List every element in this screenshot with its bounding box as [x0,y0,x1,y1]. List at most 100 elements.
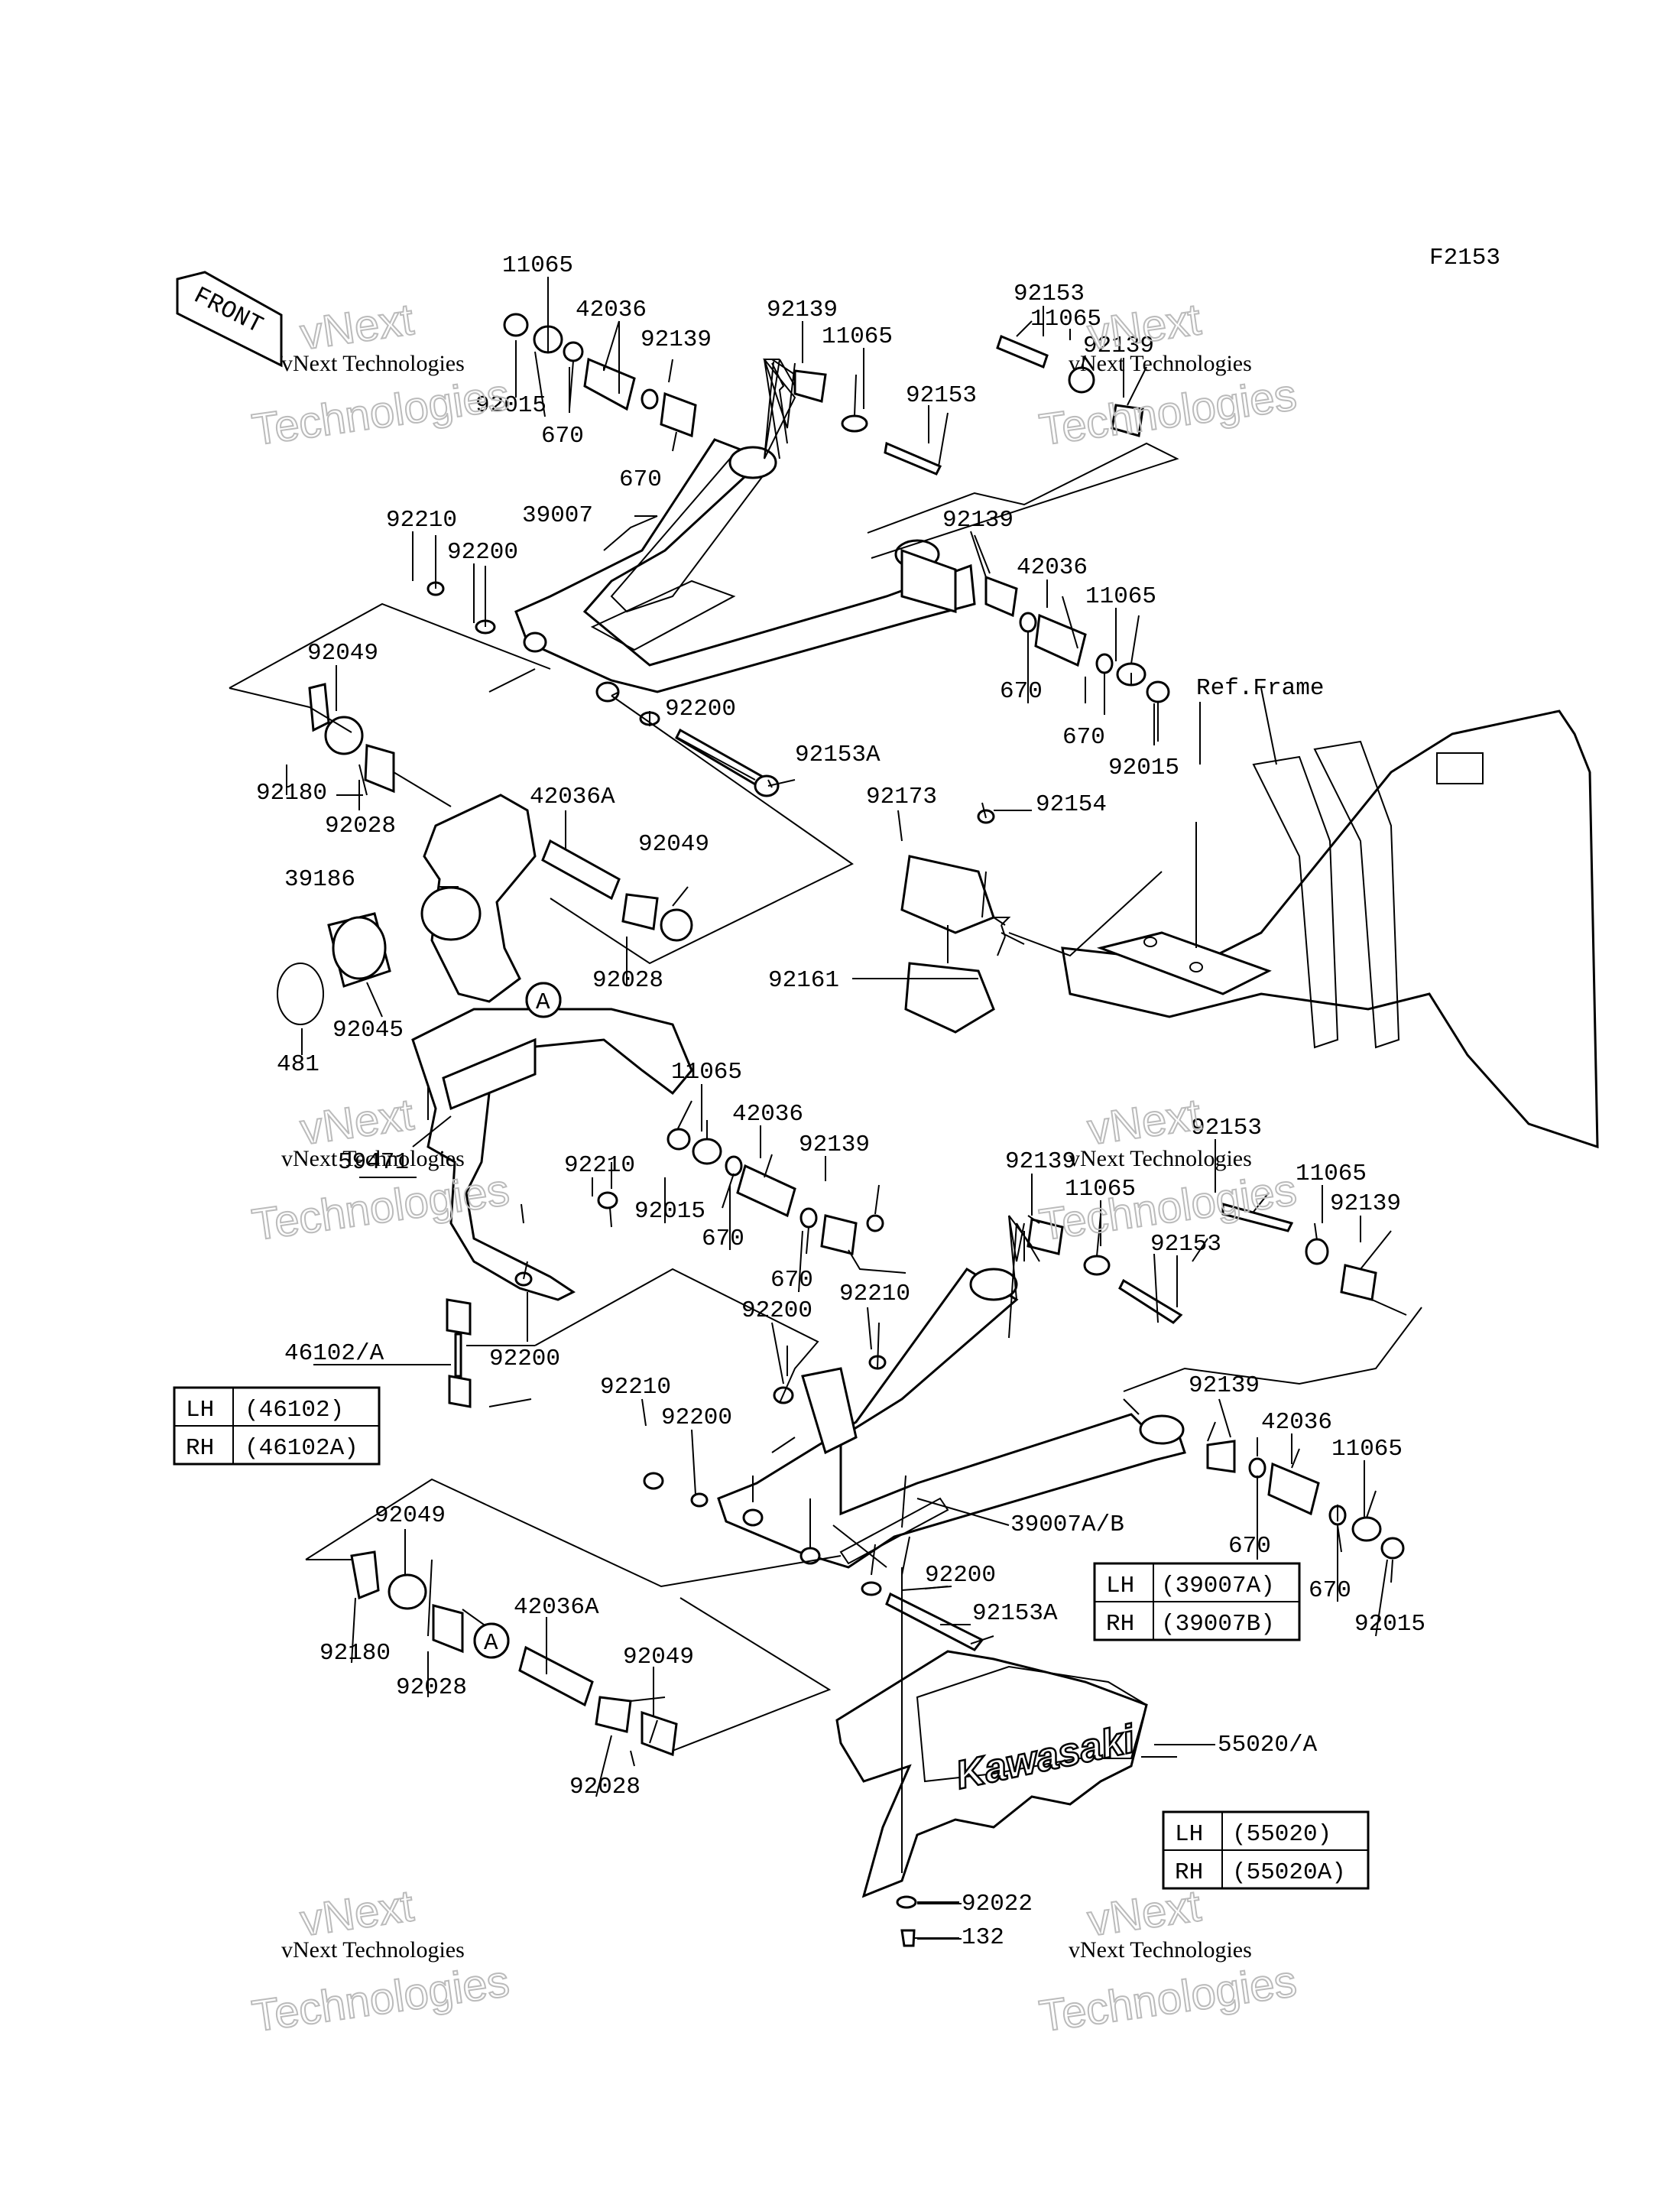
stabilizer-clamps [900,809,995,1034]
label-670-e: 670 [702,1226,744,1252]
label-46102A: 46102/A [284,1340,384,1367]
label-92180-b: 92180 [319,1640,391,1667]
label-11065-b: 11065 [822,323,893,350]
label-92210-b: 92210 [564,1152,635,1179]
label-92161: 92161 [768,967,839,994]
label-670-d: 670 [1062,724,1105,751]
label-92139-e: 92139 [799,1131,870,1158]
label-92200-a: 92200 [447,539,518,566]
label-11065-h: 11065 [1331,1436,1403,1463]
label-92200-f: 92200 [925,1562,996,1589]
table-46102-lh: LH [186,1397,214,1424]
label-92139-b: 92139 [767,297,838,323]
label-42036-d: 42036 [1261,1409,1332,1436]
label-92049-d: 92049 [623,1644,694,1670]
label-11065-e: 11065 [671,1059,742,1086]
label-92153-b: 92153 [906,382,977,409]
part-labels: 11065 92015 670 42036 670 92139 92139 11… [256,252,1425,1951]
watermark-bottom-left: vNext Technologies vNext Technologies [248,1880,513,2042]
label-92200-b: 92200 [665,696,736,722]
label-92200-c: 92200 [741,1297,812,1324]
label-92028-c: 92028 [396,1674,467,1701]
label-92049-a: 92049 [307,640,378,667]
label-leaders [286,277,1388,1940]
label-92139-f: 92139 [1005,1148,1076,1175]
svg-text:A: A [536,989,550,1016]
table-46102: LH (46102) RH (46102A) [173,1386,381,1466]
table-55020-lh-val: (55020) [1232,1821,1331,1848]
label-92028-a: 92028 [325,813,396,839]
label-92153A-a: 92153A [795,742,881,768]
svg-text:vNext Technologies: vNext Technologies [1069,1146,1252,1171]
label-92015-b: 92015 [1108,755,1179,781]
label-39186: 39186 [284,866,355,893]
callout-a-lower: A [473,1622,510,1659]
label-42036-c: 42036 [732,1101,803,1128]
label-42036-a: 42036 [576,297,647,323]
ref-frame-label: Ref.Frame [1196,675,1324,702]
callout-a-upper: A [525,982,562,1018]
label-42036-b: 42036 [1017,554,1088,581]
label-92015-c: 92015 [634,1198,705,1225]
label-92154: 92154 [1036,791,1107,818]
label-92200-d: 92200 [489,1346,560,1372]
label-92049-b: 92049 [638,831,709,858]
label-39007AB: 39007A/B [1010,1511,1124,1538]
label-92015-d: 92015 [1354,1611,1425,1638]
table-39007-lh: LH [1106,1573,1134,1599]
label-670-h: 670 [1309,1577,1351,1604]
table-46102-rh: RH [186,1435,214,1462]
label-92022: 92022 [962,1891,1033,1917]
table-39007-rh-val: (39007B) [1161,1611,1275,1638]
label-92049-c: 92049 [375,1502,446,1529]
table-46102-lh-val: (46102) [245,1397,344,1424]
label-11065-a: 11065 [502,252,573,279]
label-92173: 92173 [866,784,937,810]
svg-text:Technologies: Technologies [249,1956,512,2041]
svg-text:A: A [484,1630,498,1657]
label-92139-a: 92139 [641,326,712,353]
label-92045: 92045 [332,1017,404,1044]
label-11065-c: 11065 [1030,306,1101,333]
front-arrow-icon: FRONT [176,271,283,368]
label-92153-a: 92153 [1014,281,1085,307]
svg-text:vNext Technologies: vNext Technologies [1069,351,1252,376]
label-92139-d: 92139 [942,507,1014,534]
svg-text:vNext: vNext [1085,1881,1204,1946]
svg-text:vNext: vNext [297,1881,417,1946]
label-92210-a: 92210 [386,507,457,534]
upper-pivot-hardware [426,313,1170,797]
label-670-g: 670 [1228,1533,1271,1560]
label-92153-d: 92153 [1150,1231,1221,1258]
label-92210-c: 92210 [839,1281,910,1307]
table-39007-lh-val: (39007A) [1161,1573,1275,1599]
label-92180-a: 92180 [256,780,327,807]
label-670-a: 670 [541,423,584,450]
upper-a-arm [514,438,976,703]
table-55020-rh: RH [1175,1859,1203,1886]
label-11065-g: 11065 [1296,1161,1367,1187]
leader-lines [229,279,1422,1939]
table-55020: LH (55020) RH (55020A) [1162,1810,1370,1890]
stabilizer-bar [411,1008,693,1301]
svg-text:vNext Technologies: vNext Technologies [281,1937,465,1963]
label-92153A-b: 92153A [972,1600,1058,1627]
label-132: 132 [962,1924,1004,1951]
label-92139-h: 92139 [1189,1372,1260,1399]
svg-text:vNext: vNext [297,1089,417,1154]
svg-text:vNext: vNext [1085,294,1204,359]
svg-text:vNext Technologies: vNext Technologies [281,1146,465,1171]
svg-text:Technologies: Technologies [249,370,512,455]
svg-text:vNext Technologies: vNext Technologies [281,351,465,376]
label-481: 481 [277,1051,319,1078]
diagram-code: F2153 [1429,245,1500,271]
label-92028-b: 92028 [592,967,663,994]
label-92139-g: 92139 [1330,1190,1401,1217]
lower-a-arm [717,1267,1186,1569]
table-46102-rh-val: (46102A) [245,1435,358,1462]
label-59471: 59471 [338,1149,409,1176]
table-39007: LH (39007A) RH (39007B) [1093,1562,1301,1641]
svg-text:vNext: vNext [297,294,417,359]
label-92200-e: 92200 [661,1404,732,1431]
